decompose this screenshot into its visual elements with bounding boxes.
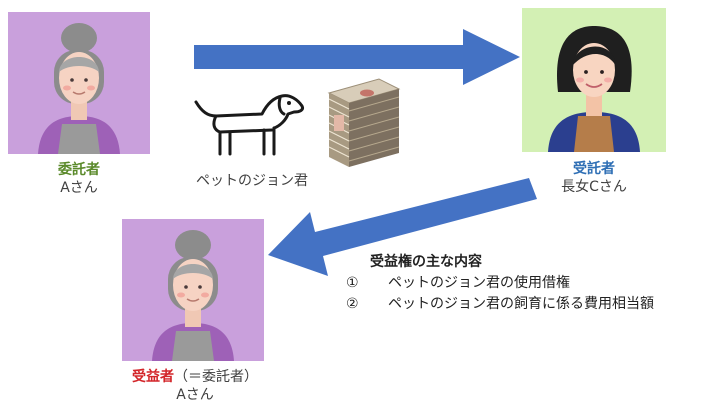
trustee-avatar xyxy=(522,8,666,152)
beneficiary-name: Aさん xyxy=(176,387,214,403)
truster-name: Aさん xyxy=(60,180,98,196)
beneficiary-note: （＝委託者） xyxy=(174,369,258,385)
beneficial-rights-list: 受益権の主な内容 ① ペットのジョン君の使用借権 ② ペットのジョン君の飼育に係る費… xyxy=(340,252,654,315)
trustee-role: 受託者 xyxy=(573,161,615,177)
trustee-caption: 受託者 長女Cさん xyxy=(522,160,666,196)
list-item-number: ① xyxy=(346,275,359,291)
beneficial-rights-title: 受益権の主な内容 xyxy=(370,254,482,270)
trustee-name: 長女Cさん xyxy=(561,179,627,195)
arrow-truster-to-trustee xyxy=(194,29,520,85)
pet-label: ペットのジョン君 xyxy=(196,173,308,189)
beneficiary-avatar xyxy=(122,219,264,361)
beneficiary-caption: 受益者（＝委託者） Aさん xyxy=(100,368,290,404)
list-item-text: ペットのジョン君の使用借権 xyxy=(388,275,570,291)
list-item: ② ペットのジョン君の飼育に係る費用相当額 xyxy=(340,294,654,315)
list-item-text: ペットのジョン君の飼育に係る費用相当額 xyxy=(388,296,654,312)
truster-role: 委託者 xyxy=(58,162,100,178)
arrow-trustee-to-beneficiary xyxy=(268,178,537,276)
beneficiary-role: 受益者 xyxy=(132,369,174,385)
dog-icon xyxy=(194,94,304,156)
truster-caption: 委託者 Aさん xyxy=(8,161,150,197)
beneficiary-note-text: （＝委託者） xyxy=(174,369,258,385)
list-item: ① ペットのジョン君の使用借権 xyxy=(340,273,654,294)
truster-avatar xyxy=(8,12,150,154)
money-stack-icon xyxy=(327,78,401,167)
list-item-number: ② xyxy=(346,296,359,312)
